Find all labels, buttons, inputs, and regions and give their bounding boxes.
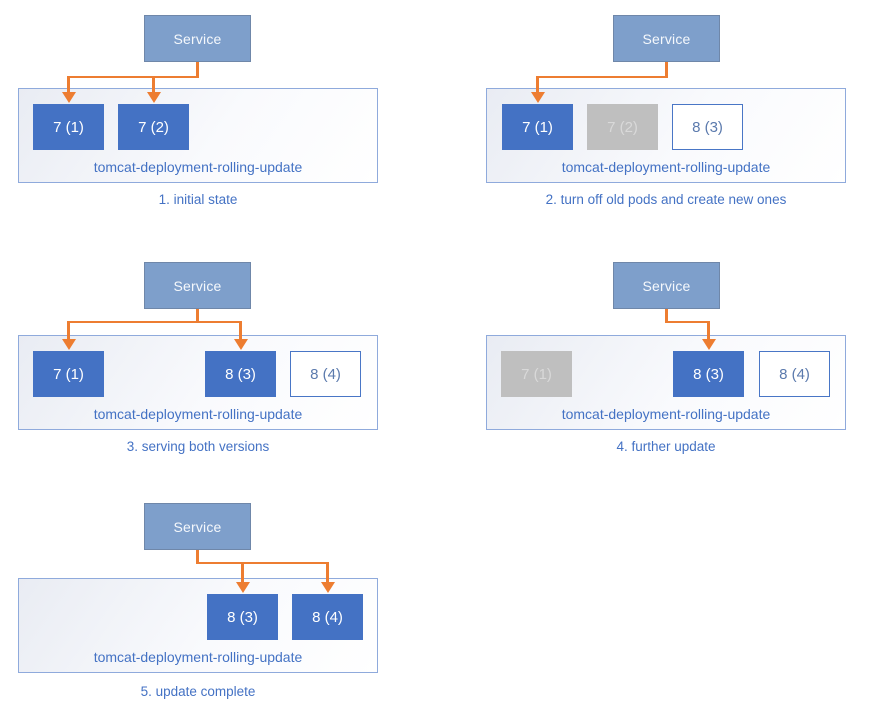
- pod-box: 8 (3): [207, 594, 278, 640]
- service-box: Service: [613, 15, 720, 62]
- deployment-container: tomcat-deployment-rolling-update: [18, 578, 378, 673]
- stage-caption: 2. turn off old pods and create new ones: [545, 192, 787, 207]
- service-box: Service: [613, 262, 720, 309]
- pod-box: 7 (1): [502, 104, 573, 150]
- connector-line: [665, 320, 710, 324]
- pod-box: 7 (1): [33, 351, 104, 397]
- stage-caption: 3. serving both versions: [126, 439, 270, 454]
- connector-line: [536, 77, 539, 94]
- connector-line: [196, 61, 199, 79]
- pod-box: 7 (1): [501, 351, 572, 397]
- connector-line: [196, 308, 199, 324]
- connector-line: [196, 561, 329, 565]
- deployment-label: tomcat-deployment-rolling-update: [93, 159, 303, 175]
- deployment-label: tomcat-deployment-rolling-update: [93, 406, 303, 422]
- arrow-down-icon: [320, 582, 335, 593]
- arrow-down-icon: [233, 339, 248, 350]
- arrow-down-icon: [61, 339, 76, 350]
- service-box: Service: [144, 503, 251, 550]
- pod-box: 8 (4): [292, 594, 363, 640]
- connector-line: [152, 77, 155, 94]
- connector-line: [196, 549, 199, 565]
- pod-box: 8 (3): [205, 351, 276, 397]
- arrow-down-icon: [235, 582, 250, 593]
- connector-line: [239, 322, 242, 341]
- connector-line: [67, 77, 70, 94]
- deployment-container: tomcat-deployment-rolling-update: [18, 335, 378, 430]
- pod-box: 7 (2): [118, 104, 189, 150]
- connector-line: [67, 322, 70, 341]
- connector-line: [665, 308, 668, 324]
- deployment-container: tomcat-deployment-rolling-update: [486, 335, 846, 430]
- connector-line: [707, 322, 710, 341]
- arrow-down-icon: [701, 339, 716, 350]
- arrow-down-icon: [61, 92, 76, 103]
- pod-box: 8 (3): [672, 104, 743, 150]
- service-box: Service: [144, 15, 251, 62]
- deployment-container: tomcat-deployment-rolling-update: [486, 88, 846, 183]
- connector-line: [241, 563, 244, 584]
- stage-caption: 1. initial state: [158, 192, 238, 207]
- deployment-label: tomcat-deployment-rolling-update: [561, 406, 771, 422]
- connector-line: [326, 563, 329, 584]
- stage-caption: 5. update complete: [140, 684, 256, 699]
- arrow-down-icon: [530, 92, 545, 103]
- pod-box: 8 (4): [290, 351, 361, 397]
- pod-box: 7 (1): [33, 104, 104, 150]
- deployment-label: tomcat-deployment-rolling-update: [561, 159, 771, 175]
- deployment-container: tomcat-deployment-rolling-update: [18, 88, 378, 183]
- connector-line: [536, 75, 668, 79]
- pod-box: 8 (4): [759, 351, 830, 397]
- connector-line: [67, 320, 242, 324]
- connector-line: [67, 75, 199, 79]
- deployment-label: tomcat-deployment-rolling-update: [93, 649, 303, 665]
- stage-caption: 4. further update: [616, 439, 716, 454]
- pod-box: 8 (3): [673, 351, 744, 397]
- service-box: Service: [144, 262, 251, 309]
- arrow-down-icon: [146, 92, 161, 103]
- connector-line: [665, 61, 668, 79]
- pod-box: 7 (2): [587, 104, 658, 150]
